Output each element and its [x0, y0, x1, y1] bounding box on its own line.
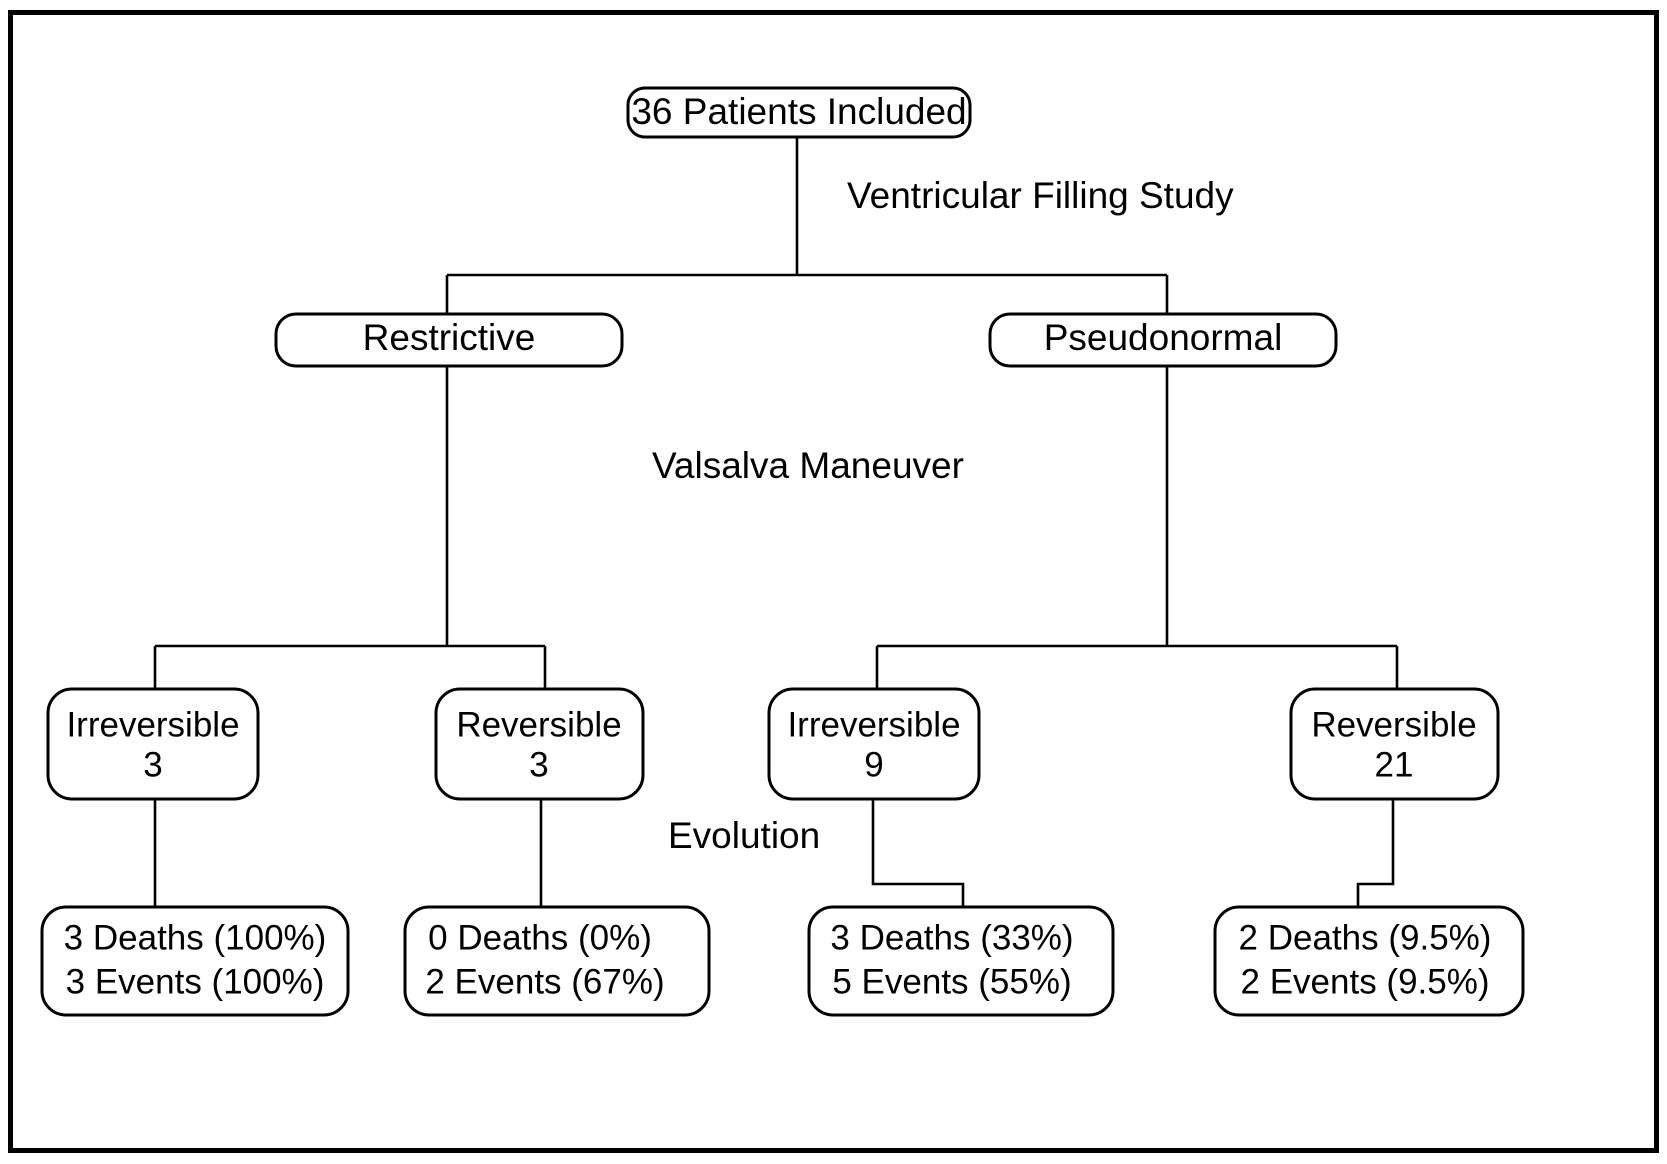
- node-pseudonormal-irreversible-label: Irreversible: [787, 705, 960, 744]
- node-outcome-restrictive-reversible-box[interactable]: [403, 905, 711, 1017]
- node-outcome-pseudonormal-irreversible-box[interactable]: [807, 905, 1115, 1017]
- node-root-box[interactable]: [626, 86, 972, 139]
- node-restrictive-label: Restrictive: [363, 317, 536, 358]
- node-restrictive-reversible-count: 3: [529, 745, 548, 784]
- figure-border: [8, 10, 1659, 1153]
- node-pseudonormal-box[interactable]: [988, 312, 1338, 368]
- node-outcome-pseudonormal-reversible-box[interactable]: [1213, 905, 1525, 1017]
- node-pseudonormal-label: Pseudonormal: [1044, 317, 1283, 358]
- node-pseudonormal-reversible-count: 21: [1375, 745, 1414, 784]
- connector-pseudonormal-reversible-outcome: [1356, 798, 1395, 908]
- outcome-restrictive-reversible-events: 2 Events (67%): [425, 962, 664, 1001]
- outcome-pseudonormal-irreversible-deaths: 3 Deaths (33%): [830, 918, 1073, 957]
- outcome-pseudonormal-irreversible-events: 5 Events (55%): [832, 962, 1071, 1001]
- outcome-pseudonormal-reversible-deaths: 2 Deaths (9.5%): [1239, 918, 1492, 957]
- edge-label-valsalva-maneuver: Valsalva Maneuver: [652, 445, 964, 486]
- node-pseudonormal-irreversible-count: 9: [864, 745, 883, 784]
- outcome-pseudonormal-reversible-events: 2 Events (9.5%): [1241, 962, 1490, 1001]
- edge-label-evolution: Evolution: [668, 815, 820, 856]
- node-restrictive-irreversible-count: 3: [143, 745, 162, 784]
- outcome-restrictive-irreversible-deaths: 3 Deaths (100%): [64, 918, 327, 957]
- outcome-restrictive-reversible-deaths: 0 Deaths (0%): [428, 918, 652, 957]
- connector-pseudonormal-irreversible-outcome: [871, 798, 965, 908]
- node-pseudonormal-reversible-box[interactable]: [1289, 687, 1500, 801]
- node-restrictive-box[interactable]: [274, 312, 624, 368]
- node-root-label: 36 Patients Included: [631, 91, 966, 132]
- node-pseudonormal-reversible-label: Reversible: [1311, 705, 1476, 744]
- node-restrictive-reversible-label: Reversible: [456, 705, 621, 744]
- node-restrictive-irreversible-label: Irreversible: [66, 705, 239, 744]
- node-restrictive-reversible-box[interactable]: [434, 687, 645, 801]
- outcome-restrictive-irreversible-events: 3 Events (100%): [66, 962, 325, 1001]
- node-restrictive-irreversible-box[interactable]: [46, 687, 260, 801]
- node-pseudonormal-irreversible-box[interactable]: [767, 687, 981, 801]
- edge-label-ventricular-filling-study: Ventricular Filling Study: [847, 175, 1234, 216]
- node-outcome-restrictive-irreversible-box[interactable]: [40, 905, 350, 1017]
